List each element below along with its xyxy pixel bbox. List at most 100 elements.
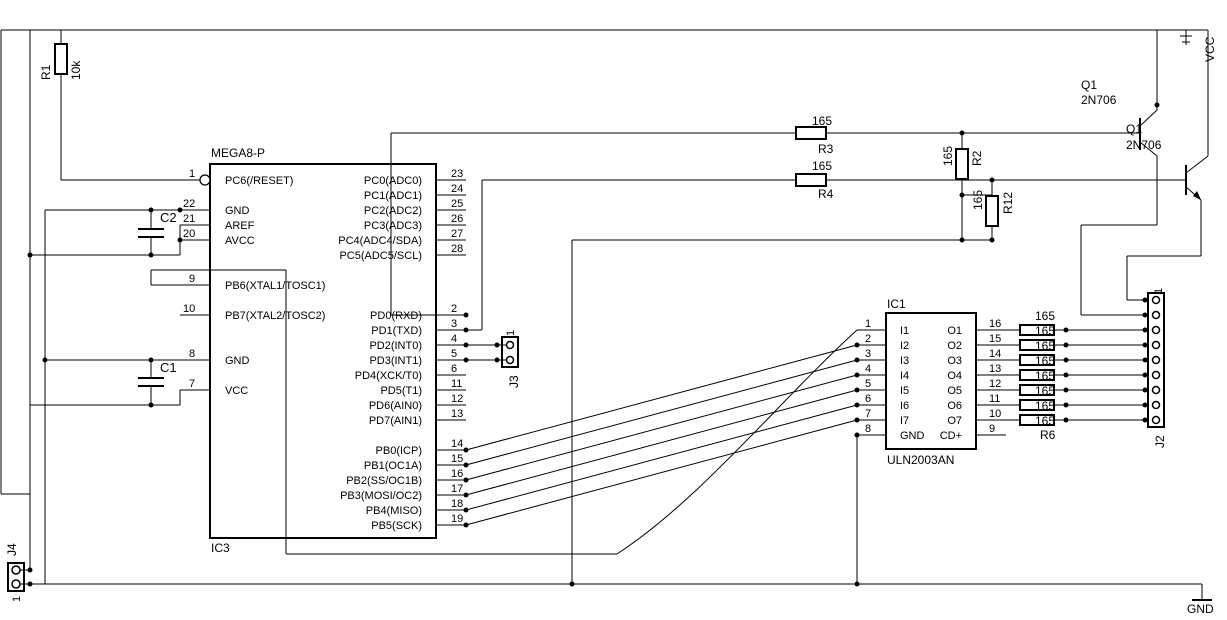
ic3-pin-num: 20 (183, 228, 195, 240)
c2-capacitor: C2 (27, 207, 183, 360)
ic3-pin-num: 13 (451, 408, 463, 420)
ic1-pin-name: O2 (947, 340, 962, 352)
ic3-pin-num: 14 (451, 438, 463, 450)
ic3-pin-name: PD2(INT0) (369, 340, 422, 352)
ic3-pin-name: AREF (225, 220, 255, 232)
j2-label: J2 (1153, 435, 1167, 448)
ic1-pin-num: 4 (865, 363, 871, 375)
r6-value: 165 (1035, 339, 1055, 353)
ic1-pin-name: I6 (900, 400, 909, 412)
ic3-pin-num: 1 (189, 168, 195, 180)
ic1-pin-name: O6 (947, 400, 962, 412)
ic3-right-pin-labels: PC0(ADC0) 23 PC1(ADC1) 24 PC2(ADC2) 25 P… (338, 168, 463, 532)
ic1-pin-name: I4 (900, 370, 909, 382)
ic3-pin-name: PD5(T1) (380, 385, 422, 397)
ic3-pin-num: 2 (451, 303, 457, 315)
ic1-pin-name: O3 (947, 355, 962, 367)
q1-transistor: Q1 2N706 Q1 2N706 (1080, 30, 1162, 316)
r6-value: 165 (1035, 384, 1055, 398)
ic1-pin-num: 10 (989, 408, 1001, 420)
ic3-pin-num: 21 (183, 213, 195, 225)
ic1-pin-name: I3 (900, 355, 909, 367)
ic3-pin-num: 16 (451, 468, 463, 480)
ic1-pin-name: O5 (947, 385, 962, 397)
ic3-pin-name: PB6(XTAL1/TOSC1) (225, 280, 325, 292)
j2-pin1: 1 (1153, 288, 1165, 294)
ic1-pin-num: 8 (865, 423, 871, 435)
ic3-pin-name: PB3(MOSI/OC2) (340, 490, 422, 502)
j4-connector: J4 1 (0, 29, 33, 602)
ic3-pin-num: 19 (451, 513, 463, 525)
ic3-name: IC3 (211, 541, 230, 555)
ic3-pin-num: 28 (451, 243, 463, 255)
ic1-pin-name: CD+ (940, 430, 962, 442)
r12-value: 165 (971, 190, 985, 210)
ic3-pin-num: 11 (451, 378, 462, 390)
ic1-pin-num: 3 (865, 348, 871, 360)
ic3-pin-name: PD4(XCK/T0) (355, 370, 422, 382)
ic1-pin-name: GND (900, 430, 925, 442)
ic3-pin-num: 6 (451, 363, 457, 375)
output-resistor-bank: 165 R6 165 165 165 165 165 165 165 (1019, 309, 1145, 442)
ic1-value: ULN2003AN (887, 453, 954, 467)
ic1-pin-num: 11 (989, 393, 1000, 405)
ic3-pin-name: PC2(ADC2) (364, 205, 422, 217)
q1-label: Q1 (1081, 78, 1097, 92)
gnd-label: GND (1187, 602, 1214, 616)
q2-transistor (1126, 140, 1209, 301)
ic1-pin-name: I5 (900, 385, 909, 397)
ic3-chip: MEGA8-P IC3 (199, 146, 437, 555)
r6-value: 165 (1035, 354, 1055, 368)
ic3-pin-num: 8 (189, 348, 195, 360)
ic3-pin-num: 5 (451, 348, 457, 360)
vcc-rail (30, 29, 1209, 140)
ic1-pin-num: 7 (865, 408, 871, 420)
ic1-right-pins: O1 16 O2 15 O3 14 O4 13 O5 12 O6 11 O7 1… (940, 318, 1020, 442)
ic1-pin-name: O4 (947, 370, 962, 382)
r12-resistor: 165 R12 (959, 177, 1015, 243)
ic1-name: IC1 (887, 297, 906, 311)
ic3-pin-num: 9 (189, 273, 195, 285)
ic3-pin-num: 10 (183, 303, 195, 315)
r6-value: 165 (1035, 324, 1055, 338)
ic3-pin-num: 26 (451, 213, 463, 225)
r2-resistor: 165 R2 (941, 130, 984, 240)
ic3-pin-name: PC3(ADC3) (364, 220, 422, 232)
ic1-pin-name: I1 (900, 325, 909, 337)
ic3-pin-num: 12 (451, 393, 463, 405)
j4-pin1: 1 (11, 596, 23, 602)
ic1-pin-num: 6 (865, 393, 871, 405)
r6-value: 165 (1035, 369, 1055, 383)
ic3-pin-num: 18 (451, 498, 463, 510)
r6-value: 165 (1035, 399, 1055, 413)
ic1-pin-name: I7 (900, 415, 909, 427)
ic3-pin-name: PB7(XTAL2/TOSC2) (225, 310, 325, 322)
ic3-pin-name: PC0(ADC0) (364, 175, 422, 187)
j3-pin1: 1 (505, 330, 517, 336)
ic3-pin-name: PC1(ADC1) (364, 190, 422, 202)
c2-label: C2 (160, 210, 177, 225)
ic3-pin-name: PB2(SS/OC1B) (346, 475, 422, 487)
r1-value: 10k (69, 60, 83, 80)
xtal-wiring (150, 269, 858, 555)
ic3-pin-name: PD6(AIN0) (369, 400, 422, 412)
ic1-pin-num: 12 (989, 378, 1001, 390)
gnd-symbol: GND (1187, 599, 1214, 616)
j2-connector: J2 1 (1142, 288, 1167, 448)
ic1-pin-num: 16 (989, 318, 1001, 330)
ic3-pin-name: PD7(AIN1) (369, 415, 422, 427)
ic3-pin-num: 7 (189, 378, 195, 390)
r3-resistor: 165 R3 (390, 114, 1140, 315)
ic3-pin-name: VCC (225, 385, 248, 397)
c1-capacitor: C1 (30, 357, 181, 408)
j3-label: J3 (507, 375, 521, 388)
ic1-left-pins: 1 I1 2 I2 3 I3 4 I4 5 I5 6 I6 7 I7 8 GND (854, 318, 925, 587)
c1-label: C1 (160, 360, 177, 375)
ic3-pin-name: GND (225, 205, 250, 217)
ic1-pin-name: O1 (947, 325, 962, 337)
r2-value: 165 (941, 146, 955, 166)
ic3-pin-num: 15 (451, 453, 463, 465)
ic3-pin-num: 27 (451, 228, 463, 240)
ic3-pin-name: PB0(ICP) (376, 445, 422, 457)
r3-label: R3 (818, 142, 834, 156)
